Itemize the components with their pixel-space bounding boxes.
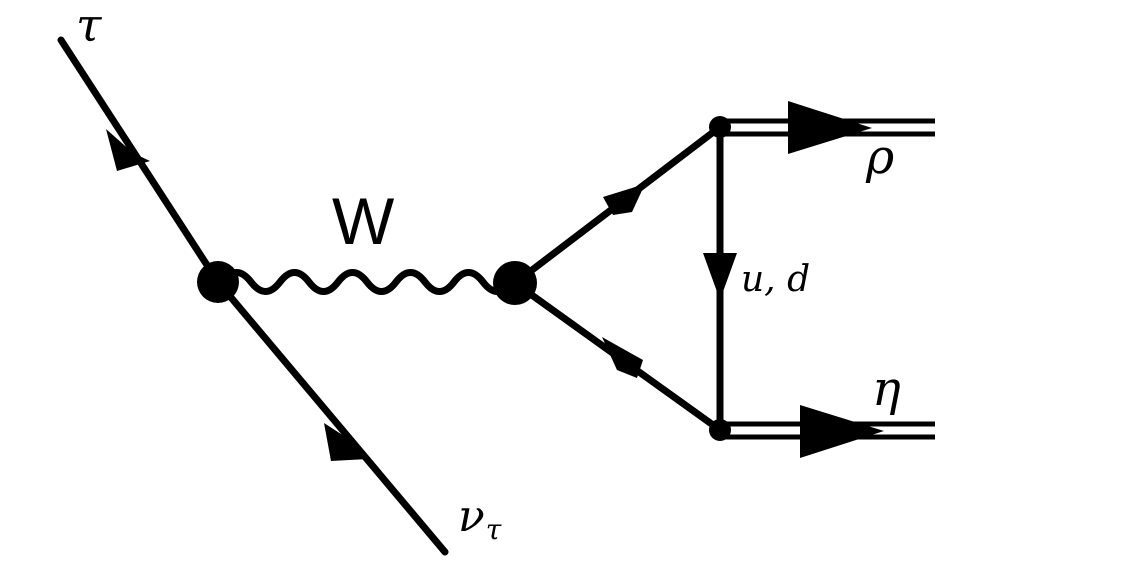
quark-flavor-label: u, d <box>741 259 811 300</box>
rho-meson-arrowhead <box>788 101 872 154</box>
w-boson-wavy-line <box>218 269 516 295</box>
lower-antiquark-arrowhead <box>602 337 643 378</box>
nu-tau-line <box>214 278 449 556</box>
tau-label: τ <box>76 0 102 52</box>
w-emission-vertex-dot <box>197 261 239 303</box>
w-boson-label: W <box>332 184 395 258</box>
upper-quark-arrowhead <box>603 184 645 215</box>
eta-hadronization-vertex-dot <box>709 419 731 441</box>
rho-hadronization-vertex-dot <box>709 116 731 138</box>
nu-tau-arrowhead <box>324 423 368 461</box>
eta-meson-label: η <box>872 361 901 417</box>
rho-meson-label: ρ <box>866 129 895 185</box>
tau-lepton-arrowhead <box>106 129 150 171</box>
internal-quark-arrowhead <box>703 253 737 300</box>
nu-tau-label-subscript: τ <box>485 513 502 547</box>
eta-meson-arrowhead <box>800 405 884 458</box>
nu-tau-label-base: ν <box>458 491 485 542</box>
nu-tau-label: ντ <box>458 495 501 544</box>
w-absorption-vertex-dot <box>493 261 537 305</box>
